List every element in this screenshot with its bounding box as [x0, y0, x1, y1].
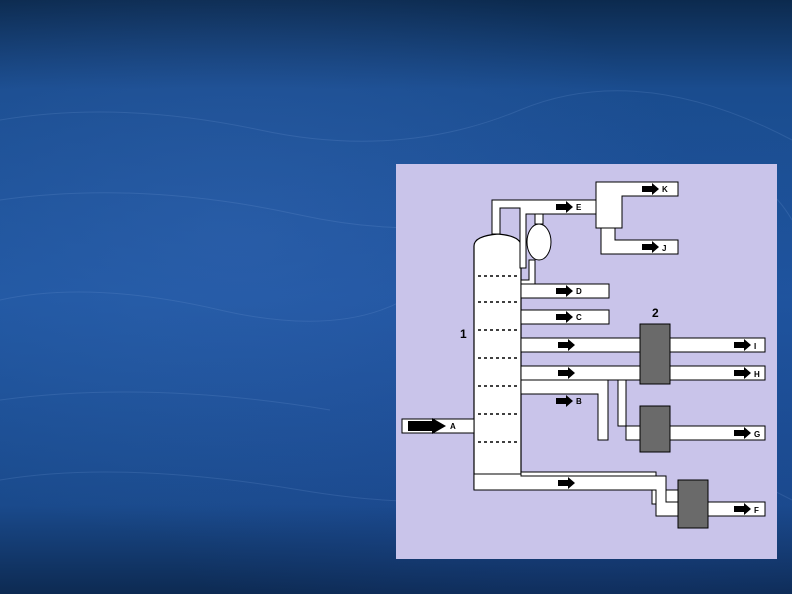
arrow-e-icon: [556, 201, 573, 213]
stream-label-i: I: [754, 342, 756, 351]
arrow-bottoms-icon: [558, 477, 575, 489]
arrow-j-icon: [642, 241, 659, 253]
arrow-b-icon: [556, 395, 573, 407]
arrow-h-icon: [734, 367, 751, 379]
drum-top-connector: [534, 213, 544, 225]
stream-label-a: A: [450, 422, 456, 431]
overhead-vapor-line: [491, 199, 597, 269]
arrow-f-icon: [734, 503, 751, 515]
splitter-unit: [595, 181, 679, 229]
stream-label-f: F: [754, 506, 759, 515]
processing-unit-upper: [639, 323, 671, 385]
distillation-column: [473, 233, 522, 490]
distillation-process-diagram: 1 A E K J D C I H B G F 2: [396, 164, 777, 559]
stream-label-h: H: [754, 370, 760, 379]
stream-label-c: C: [576, 313, 582, 322]
stream-label-d: D: [576, 287, 582, 296]
stream-label-g: G: [754, 430, 760, 439]
processing-unit-middle: [639, 405, 671, 453]
arrow-i-inlet-icon: [558, 339, 575, 351]
stream-label-b: B: [576, 397, 582, 406]
feed-arrow-icon: [408, 418, 446, 434]
reflux-drum: [526, 223, 552, 261]
stream-label-j: J: [662, 244, 666, 253]
arrow-h-inlet-icon: [558, 367, 575, 379]
processing-unit-lower: [677, 479, 709, 529]
stream-g-pipe: [617, 379, 766, 441]
arrow-g-icon: [734, 427, 751, 439]
column-number-label: 1: [460, 327, 467, 341]
diagram-panel: [396, 164, 777, 559]
stream-j-pipe: [600, 227, 679, 255]
stream-label-e: E: [576, 203, 582, 212]
arrow-i-icon: [734, 339, 751, 351]
units-number-label: 2: [652, 306, 659, 320]
arrow-k-icon: [642, 183, 659, 195]
arrow-c-icon: [556, 311, 573, 323]
column-trays: [478, 275, 517, 443]
stream-label-k: K: [662, 185, 668, 194]
arrow-d-icon: [556, 285, 573, 297]
